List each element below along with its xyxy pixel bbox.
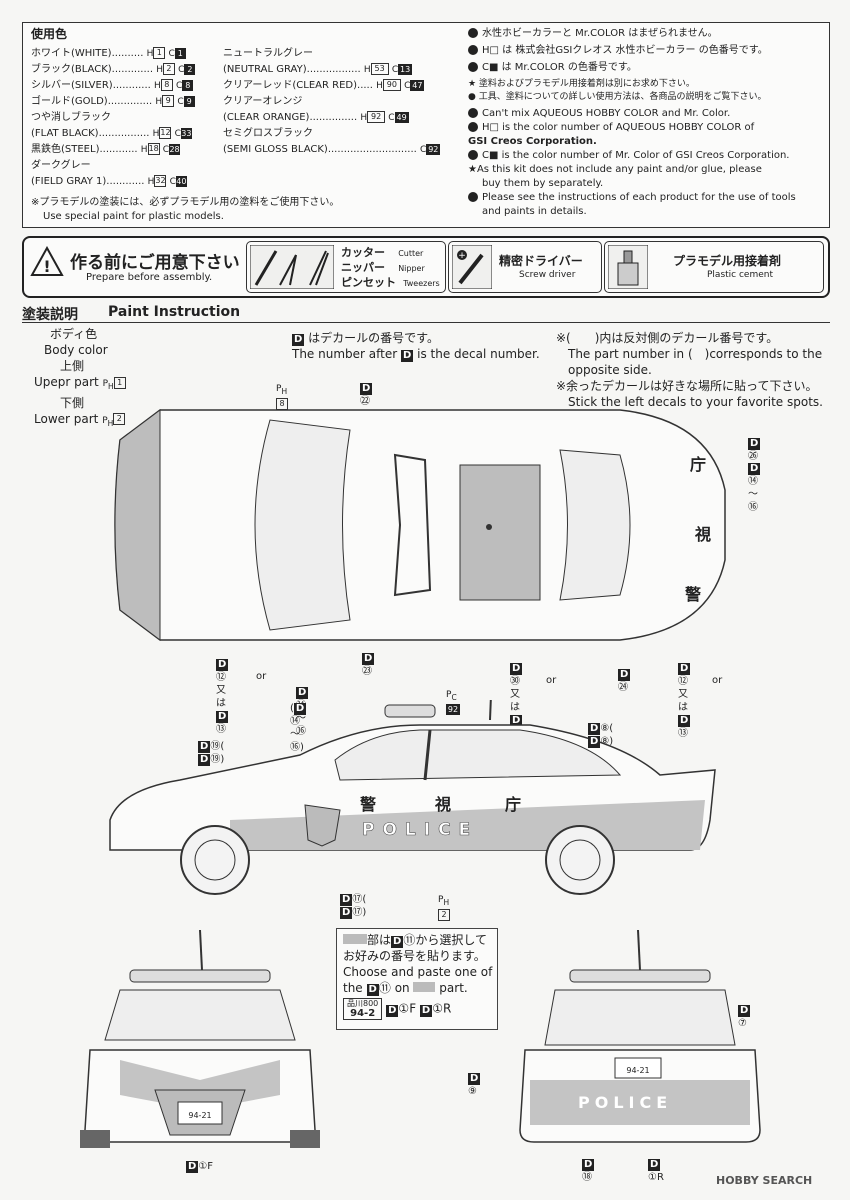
prepare-subtitle: Prepare before assembly. [86, 272, 213, 283]
note-line: Please see the instructions of each prod… [468, 191, 824, 205]
callout-d1r: D①R [648, 1159, 664, 1183]
colors-title: 使用色 [31, 27, 68, 41]
color-row: クリアーオレンジ [223, 96, 303, 107]
color-row: ダークグレー [31, 160, 91, 171]
or-mid: or [546, 675, 557, 686]
or-right: or [712, 675, 723, 686]
driver-label: 精密ドライバー [499, 254, 583, 268]
front-plate-number: 94-21 [188, 1111, 211, 1120]
rear-plate-number: 94-21 [626, 1066, 649, 1075]
driver-label-en: Screw driver [519, 270, 576, 280]
note-line: C■ は Mr.COLOR の色番号です。 [468, 61, 824, 78]
callout-d22: D㉒ [360, 383, 373, 407]
callout-d23: D㉓ [362, 653, 375, 677]
right-color-list: ニュートラルグレー (NEUTRAL GRAY)................… [223, 47, 453, 159]
callout-d26: D㉖ [748, 438, 761, 462]
callout-d14-16: D⑭～⑯ [748, 463, 761, 513]
side-police-text: POLICE [362, 820, 478, 840]
note-line: C■ is the color number of Mr. Color of G… [468, 149, 824, 163]
color-row: つや消しブラック [31, 112, 111, 123]
callout-d30-d31: D㉚ 又は D㉛ [510, 663, 523, 739]
decal-note: D はデカールの番号です。 The number after D is the … [292, 331, 540, 362]
tools-box: カッター Cutter ニッパー Nipper ピンセット Tweezers [246, 241, 446, 293]
callout-d18: D⑱ [582, 1159, 595, 1183]
warning-icon: ! [30, 245, 64, 282]
opposite-side-note: ※( )内は反対側のデカール番号です。 The part number in (… [556, 331, 823, 409]
note-line: GSI Creos Corporation. [468, 136, 597, 147]
note-line: ● 工具、塗料についての詳しい使用方法は、各商品の説明をご覧下さい。 [468, 92, 767, 102]
paint-heading-jp: 塗装説明 [22, 307, 78, 323]
front-view-diagram: 94-21 [80, 930, 320, 1148]
rear-police-text: POLICE [578, 1093, 672, 1112]
color-row: (SEMI GLOSS BLACK)......................… [223, 143, 441, 155]
paint-note-en: Use special paint for plastic models. [43, 211, 224, 222]
side-kanji-shi: 視 [434, 795, 451, 814]
callout-d12-d13-right: D⑫ 又は D⑬ [678, 663, 691, 739]
svg-text:!: ! [43, 257, 50, 276]
driver-box: + 精密ドライバー Screw driver [448, 241, 602, 293]
callout-pc92: PC92 [446, 690, 460, 716]
prepare-title: 作る前にご用意下さい [70, 253, 240, 273]
tools-icon [249, 244, 335, 293]
rear-view-diagram: 94-21 POLICE [519, 930, 761, 1143]
note-line: H□ は 株式会社GSIクレオス 水性ホビーカラー の色番号です。 [468, 44, 824, 61]
paint-heading-en: Paint Instruction [108, 304, 241, 320]
right-notes: 水性ホビーカラーと Mr.COLOR はまぜられません。 H□ は 株式会社GS… [468, 27, 824, 219]
cement-label-en: Plastic cement [707, 270, 773, 280]
cement-label: プラモデル用接着剤 [673, 254, 782, 268]
side-kanji-kei: 警 [359, 795, 376, 814]
top-view-diagram: 庁 視 警 [114, 409, 726, 641]
paint-note-jp: ※プラモデルの塗装には、必ずプラモデル用の塗料をご使用下さい。 [31, 197, 340, 208]
tool-list: カッター Cutter ニッパー Nipper ピンセット Tweezers [341, 246, 440, 289]
prepare-bar: ! 作る前にご用意下さい Prepare before assembly. カッ… [22, 236, 830, 298]
svg-text:+: + [458, 251, 466, 261]
color-row: (FIELD GRAY 1)............ H32 C40 [31, 175, 187, 187]
callout-ph2: PH2 [438, 895, 450, 921]
callout-d9: D⑨ [468, 1073, 481, 1097]
note-line: 水性ホビーカラーと Mr.COLOR はまぜられません。 [468, 27, 824, 44]
color-row: 黒鉄色(STEEL)............ H18 C28 [31, 143, 181, 155]
note-line: Can't mix AQUEOUS HOBBY COLOR and Mr. Co… [468, 107, 824, 121]
kanji-cho: 庁 [690, 455, 706, 474]
color-row: (FLAT BLACK)................ H12 C33 [31, 127, 192, 139]
color-row: ニュートラルグレー [223, 48, 313, 59]
note-line: and paints in details. [482, 206, 587, 217]
kanji-kei: 警 [684, 585, 701, 604]
callout-d14-16-side-paren: (D⑭～⑯) [290, 703, 307, 753]
callout-d12-d13-left: D⑫ 又は D⑬ [216, 659, 229, 735]
side-kanji-cho: 庁 [505, 795, 521, 814]
note-line: buy them by separately. [482, 178, 604, 189]
note-line: ★ 塗料およびプラモデル用接着剤は別にお求め下さい。 [468, 79, 695, 89]
callout-d7: D⑦ [738, 1005, 751, 1029]
screwdriver-icon: + [451, 244, 493, 293]
kanji-shi: 視 [694, 525, 711, 544]
heading-divider [22, 322, 830, 323]
note-line: H□ is the color number of AQUEOUS HOBBY … [468, 121, 824, 135]
callout-ph8: PH8 [276, 384, 288, 410]
callout-d24: D㉔ [618, 669, 631, 693]
side-view-diagram: 警 視 庁 POLICE [109, 700, 716, 895]
or-left: or [256, 671, 267, 682]
cement-box: プラモデル用接着剤 Plastic cement [604, 241, 824, 293]
color-row: セミグロスブラック [223, 128, 313, 139]
cement-bottle-icon [607, 244, 649, 293]
hobby-search-watermark: HOBBY SEARCH [716, 1174, 813, 1187]
note-line: ★As this kit does not include any paint … [468, 164, 762, 175]
